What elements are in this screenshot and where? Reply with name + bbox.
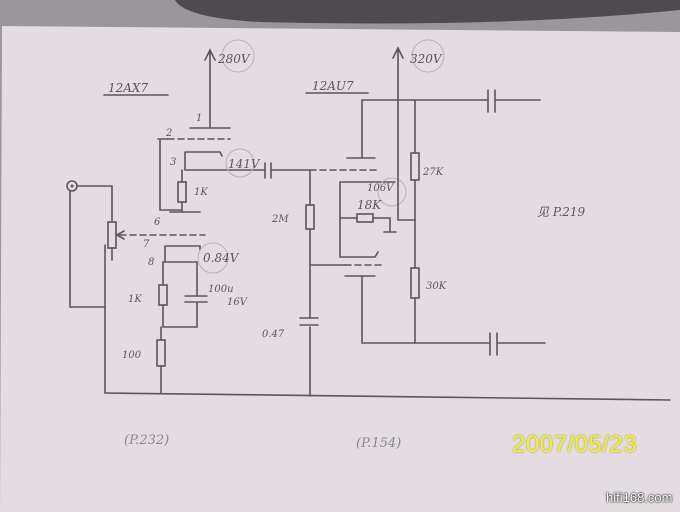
plate-voltage-label: 141V	[228, 157, 261, 171]
ref-left: (P.232)	[124, 433, 169, 448]
supply2-label: 320V	[410, 52, 443, 66]
ref-mid: (P.154)	[356, 436, 401, 451]
r-100-label: 100	[122, 350, 142, 361]
pin-2: 2	[165, 128, 172, 139]
r-grid-label: 2M	[271, 214, 289, 225]
circuit-lines	[66, 39, 671, 401]
stage2-voltage-label: 106V	[367, 183, 395, 194]
paper-sheet	[0, 26, 680, 512]
pin-1: 1	[196, 113, 202, 124]
c-047-label: 0.47	[262, 329, 285, 340]
pin-7: 7	[143, 239, 150, 250]
r-cathode1-label: 1K	[194, 187, 208, 198]
tube1-label: 12AX7	[108, 81, 148, 95]
tube2-label: 12AU7	[312, 79, 354, 93]
watermark: hifi168.com	[606, 490, 673, 505]
r-18k-label: 18K	[357, 198, 382, 212]
supply1-label: 280V	[217, 52, 251, 66]
c-bypass-voltage-label: 16V	[227, 297, 249, 308]
r-30k-label: 30K	[426, 281, 447, 292]
r-27k-label: 27K	[422, 167, 444, 178]
pin-6: 6	[154, 217, 161, 228]
r-cathode2-label: 1K	[128, 294, 142, 305]
page-reference-note: 见 P.219	[537, 205, 586, 219]
c-bypass-label: 100u	[208, 284, 234, 295]
pin-3: 3	[170, 157, 176, 168]
date-stamp: 2007/05/23	[512, 431, 638, 458]
cathode-voltage-label: 0.84V	[203, 251, 240, 265]
pin-8: 8	[148, 257, 154, 268]
dark-object	[175, 0, 680, 24]
